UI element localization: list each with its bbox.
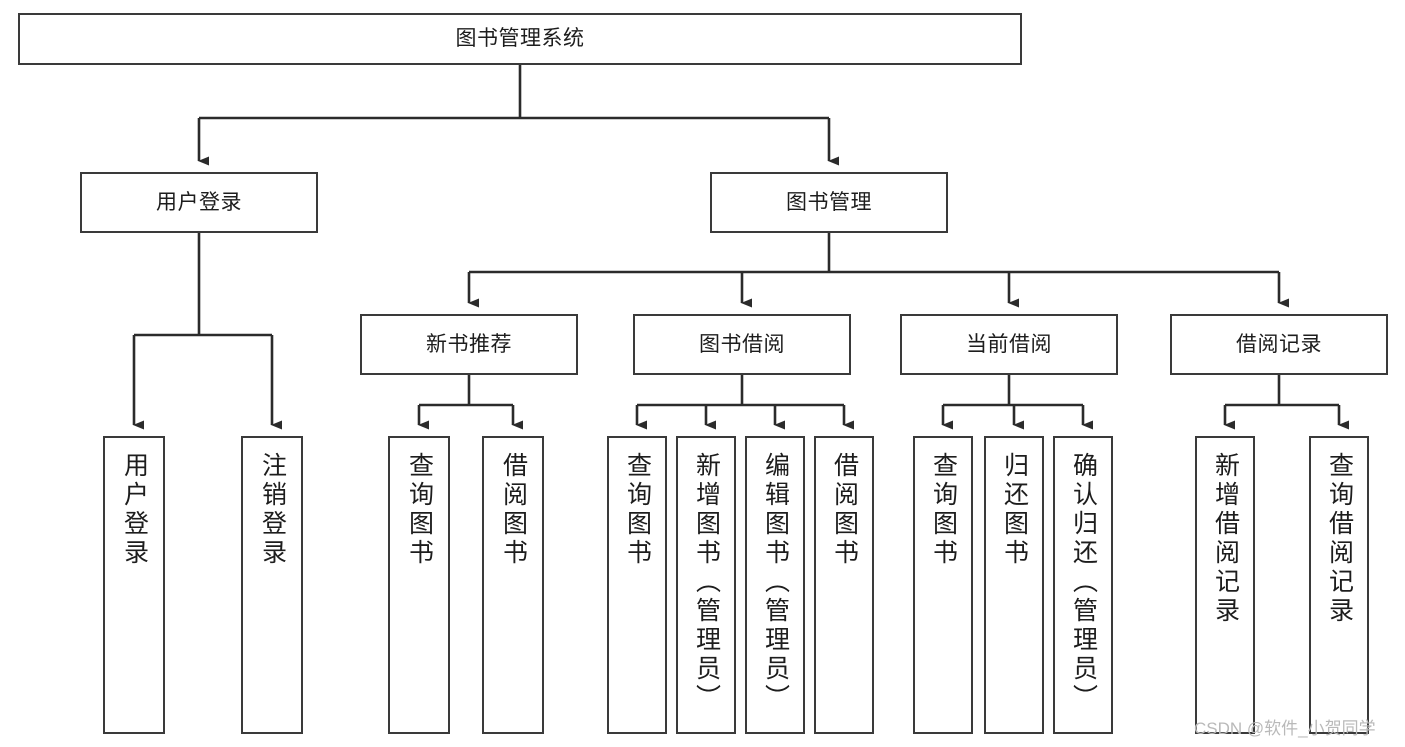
node-label: 查询借阅记录 bbox=[1325, 452, 1354, 626]
node-label: 图书管理 bbox=[786, 190, 872, 214]
node-leaf-borrow-add[interactable]: 新增图书（管理员） bbox=[676, 436, 736, 734]
node-label: 编辑图书（管理员） bbox=[761, 452, 790, 713]
node-leaf-borrow-lend[interactable]: 借阅图书 bbox=[814, 436, 874, 734]
node-leaf-cur-query[interactable]: 查询图书 bbox=[913, 436, 973, 734]
node-records[interactable]: 借阅记录 bbox=[1170, 314, 1388, 375]
watermark-text: CSDN @软件_小贺同学 bbox=[1194, 719, 1376, 738]
node-newbook[interactable]: 新书推荐 bbox=[360, 314, 578, 375]
node-leaf-user-login[interactable]: 用户登录 bbox=[103, 436, 165, 734]
node-label: 图书借阅 bbox=[699, 332, 785, 356]
node-label: 归还图书 bbox=[1000, 452, 1029, 568]
node-current[interactable]: 当前借阅 bbox=[900, 314, 1118, 375]
node-label: 新增图书（管理员） bbox=[692, 452, 721, 713]
node-borrow[interactable]: 图书借阅 bbox=[633, 314, 851, 375]
node-label: 确认归还（管理员） bbox=[1069, 452, 1098, 713]
node-label: 当前借阅 bbox=[966, 332, 1052, 356]
node-label: 查询图书 bbox=[929, 452, 958, 568]
node-leaf-rec-query[interactable]: 查询借阅记录 bbox=[1309, 436, 1369, 734]
node-label: 用户登录 bbox=[120, 452, 149, 568]
node-label: 借阅图书 bbox=[830, 452, 859, 568]
node-label: 新书推荐 bbox=[426, 332, 512, 356]
node-leaf-borrow-query[interactable]: 查询图书 bbox=[607, 436, 667, 734]
node-leaf-rec-add[interactable]: 新增借阅记录 bbox=[1195, 436, 1255, 734]
node-leaf-user-logout[interactable]: 注销登录 bbox=[241, 436, 303, 734]
node-leaf-cur-return[interactable]: 归还图书 bbox=[984, 436, 1044, 734]
node-bookmgr[interactable]: 图书管理 bbox=[710, 172, 948, 233]
node-leaf-new-query[interactable]: 查询图书 bbox=[388, 436, 450, 734]
node-label: 注销登录 bbox=[258, 452, 287, 568]
node-label: 借阅图书 bbox=[499, 452, 528, 568]
node-leaf-borrow-edit[interactable]: 编辑图书（管理员） bbox=[745, 436, 805, 734]
node-label: 借阅记录 bbox=[1236, 332, 1322, 356]
node-leaf-cur-confirm[interactable]: 确认归还（管理员） bbox=[1053, 436, 1113, 734]
node-login[interactable]: 用户登录 bbox=[80, 172, 318, 233]
node-root[interactable]: 图书管理系统 bbox=[18, 13, 1022, 65]
node-label: 新增借阅记录 bbox=[1211, 452, 1240, 626]
node-leaf-new-borrow[interactable]: 借阅图书 bbox=[482, 436, 544, 734]
node-label: 用户登录 bbox=[156, 190, 242, 214]
node-label: 查询图书 bbox=[405, 452, 434, 568]
node-label: 查询图书 bbox=[623, 452, 652, 568]
node-label: 图书管理系统 bbox=[455, 27, 585, 51]
connector-lines bbox=[132, 65, 1349, 430]
